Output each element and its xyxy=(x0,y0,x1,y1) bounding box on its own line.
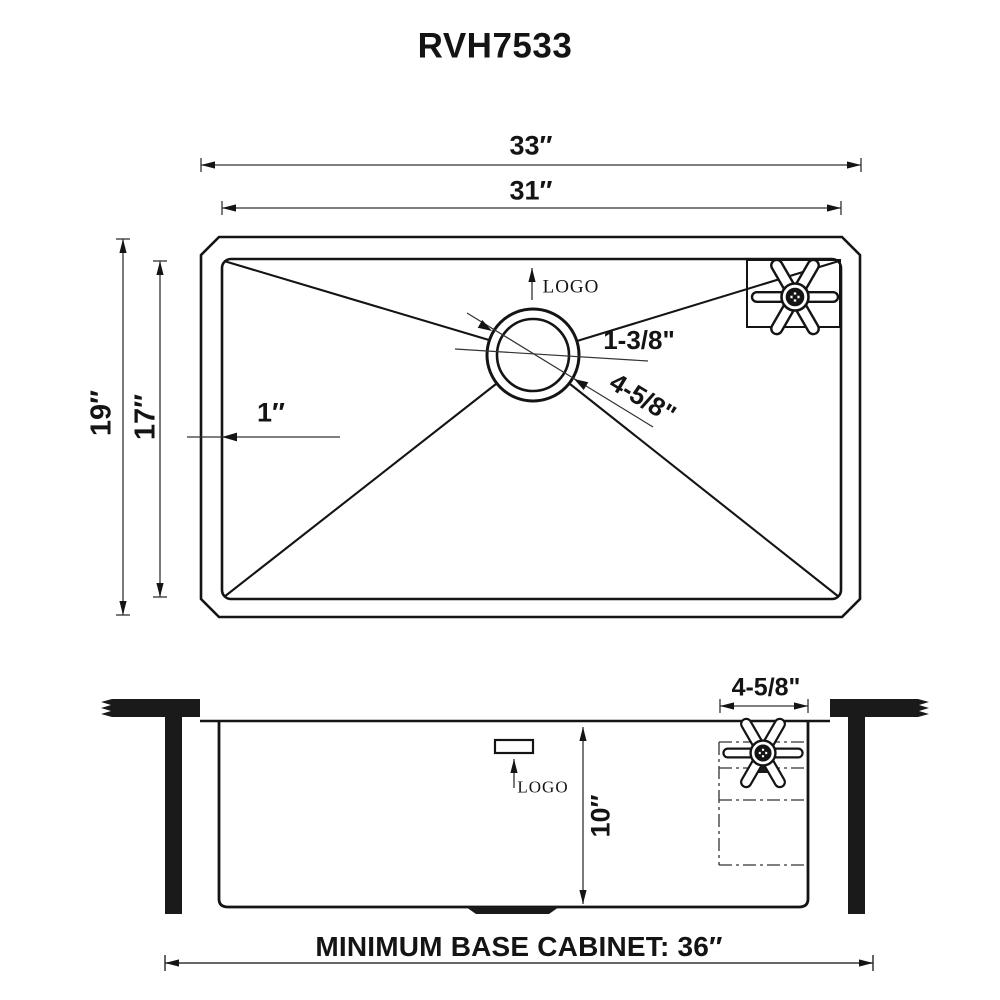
cabinet-note: MINIMUM BASE CABINET: 36″ xyxy=(315,931,723,962)
cabinet-wall-right xyxy=(848,717,865,914)
sink-bowl-rim xyxy=(220,257,843,601)
dim-label-bowl-height: 10″ xyxy=(585,794,616,838)
front-view xyxy=(101,699,929,971)
logo-text-front: LOGO xyxy=(517,777,569,797)
drain-icon xyxy=(485,307,581,403)
faucet-deck xyxy=(746,259,841,328)
logo-plate xyxy=(493,738,535,755)
faucet-icon xyxy=(750,256,840,338)
dim-label-corner-radius: 1″ xyxy=(257,397,285,428)
model-title: RVH7533 xyxy=(417,26,573,66)
countertop-left xyxy=(101,699,200,717)
radius-arrow xyxy=(222,432,237,442)
cabinet-wall-left xyxy=(165,717,182,914)
dim-label-drain-opening: 1-3/8" xyxy=(603,325,675,355)
dim-label-faucet-deck: 4-5/8" xyxy=(731,673,801,702)
countertop-right xyxy=(830,699,929,717)
dim-33 xyxy=(200,158,862,172)
sink-outer-rim xyxy=(199,235,862,619)
dim-cabinet-36 xyxy=(164,955,874,971)
dim-19 xyxy=(116,238,130,616)
dim-17 xyxy=(153,260,167,598)
sink-body xyxy=(217,722,810,909)
drain-leaders xyxy=(454,312,654,428)
dim-label-overall-depth: 19″ xyxy=(85,389,118,437)
drain-leader-arrows xyxy=(477,320,589,390)
top-view xyxy=(116,158,862,619)
dim-faucet-deck xyxy=(719,699,809,713)
dim-label-bowl-width: 31″ xyxy=(509,175,553,206)
drain-fitting xyxy=(466,907,559,914)
dim-label-overall-width: 33″ xyxy=(509,130,553,161)
faucet-icon-front xyxy=(722,715,804,791)
dim-31 xyxy=(221,201,842,215)
logo-text-top: LOGO xyxy=(542,276,600,298)
dim-label-bowl-depth: 17″ xyxy=(129,393,162,441)
bowl-diagonals xyxy=(223,259,840,598)
